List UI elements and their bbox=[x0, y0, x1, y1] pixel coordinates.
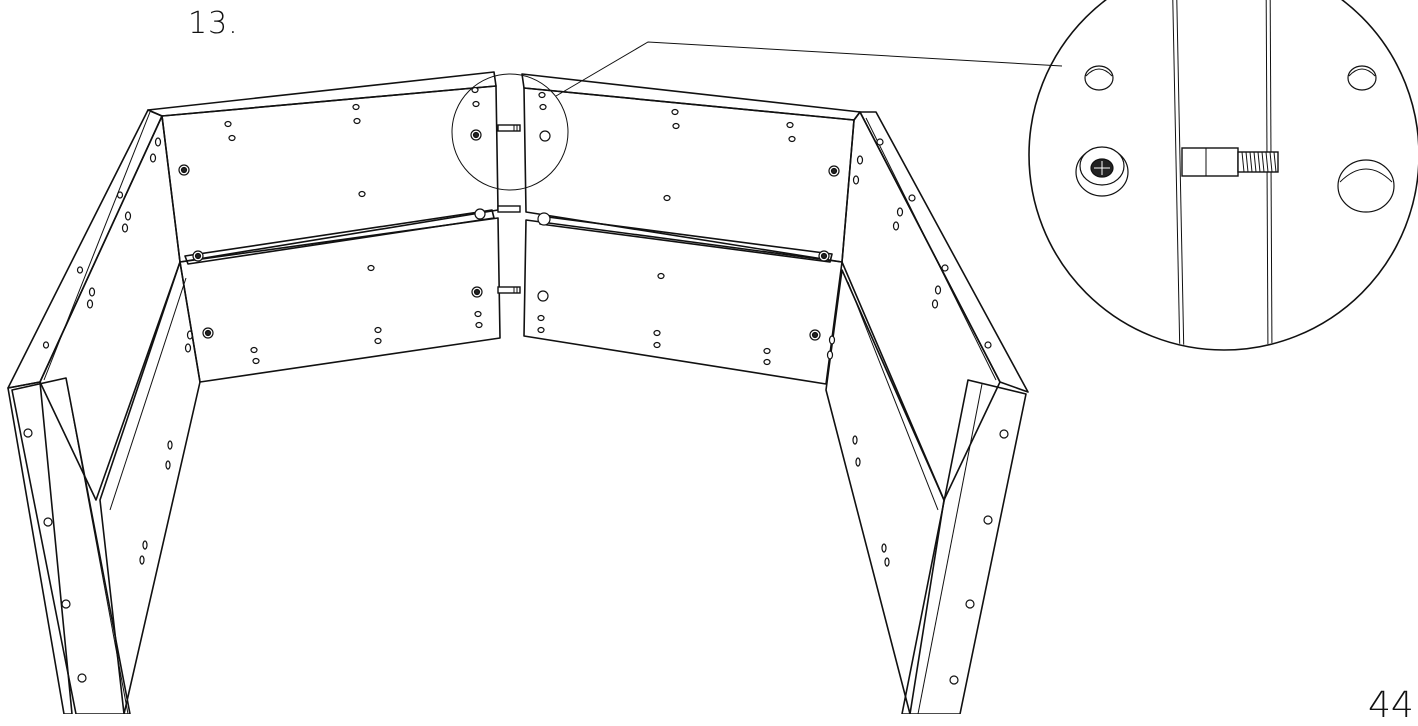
magnifier-circle-icon bbox=[451, 41, 1063, 191]
connecting-bolt-icon bbox=[497, 124, 521, 294]
page-number: 44 bbox=[1368, 685, 1414, 726]
right-side-panel bbox=[825, 111, 1029, 715]
right-back-panel bbox=[521, 73, 861, 385]
zoom-detail bbox=[1028, 0, 1418, 351]
cam-lock-icon bbox=[1075, 146, 1129, 197]
left-back-panel bbox=[147, 71, 501, 383]
bolt-thread bbox=[1237, 151, 1279, 173]
step-number: 13. bbox=[188, 6, 239, 41]
left-side-panel bbox=[7, 109, 201, 715]
